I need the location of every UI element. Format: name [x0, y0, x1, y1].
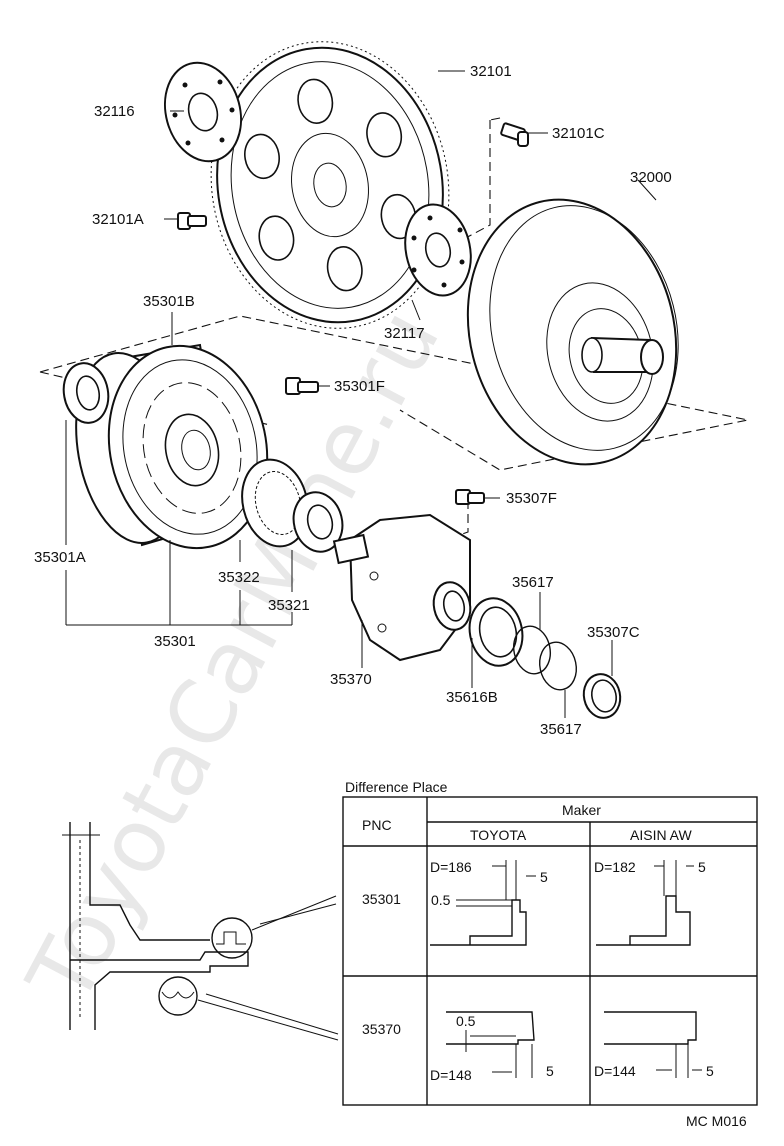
- part-label-35616b: 35616B: [446, 689, 498, 706]
- row-pnc-35301: 35301: [362, 891, 401, 907]
- maker-aisin: AISIN AW: [630, 827, 693, 843]
- seal-ring-35307c: [582, 673, 622, 719]
- part-label-35301: 35301: [154, 633, 196, 650]
- aisin-35301-b: 5: [698, 859, 706, 875]
- aisin-35301-detail: D=182 5: [594, 859, 706, 946]
- aisin-35370-d: D=144: [594, 1063, 636, 1079]
- plate-32117: [404, 203, 472, 297]
- part-labels: 32101 32116 32101C 32000 32101A 35301B 3…: [34, 63, 672, 738]
- pnc-header: PNC: [362, 817, 392, 833]
- oil-seal-35301a: [62, 362, 110, 424]
- bolt-35307f: [455, 489, 485, 505]
- part-label-32101a: 32101A: [92, 211, 144, 228]
- maker-header: Maker: [562, 802, 601, 818]
- difference-table-title: Difference Place: [345, 779, 448, 795]
- part-label-35321: 35321: [268, 597, 310, 614]
- toyota-35301-b: 5: [540, 869, 548, 885]
- aisin-35370-detail: D=144 5: [594, 1011, 714, 1079]
- maker-toyota: TOYOTA: [470, 827, 527, 843]
- torque-converter-32000: [466, 198, 679, 466]
- snap-ring-35617-a: [512, 625, 552, 675]
- leader-lines: [65, 70, 657, 718]
- toyota-35370-detail: 0.5 D=148 5: [430, 1011, 554, 1083]
- toyota-35370-a: 0.5: [456, 1013, 476, 1029]
- stator-shaft-35370: [332, 513, 472, 662]
- part-label-35617-a: 35617: [512, 574, 554, 591]
- part-label-35301f: 35301F: [334, 378, 385, 395]
- part-label-32117: 32117: [384, 325, 425, 342]
- toyota-35370-d: D=148: [430, 1067, 472, 1083]
- aisin-35301-d: D=182: [594, 859, 636, 875]
- part-label-35301a: 35301A: [34, 549, 86, 566]
- bolt-35301f: [285, 377, 319, 395]
- aisin-35370-b: 5: [706, 1063, 714, 1079]
- toyota-35301-a: 0.5: [431, 892, 451, 908]
- snap-ring-35617-b: [538, 641, 578, 691]
- bolt-32101c: [500, 122, 529, 147]
- drive-gear-35321: [292, 491, 344, 553]
- part-label-35370: 35370: [330, 671, 372, 688]
- difference-table: Difference Place PNC Maker TOYOTA AISIN …: [342, 779, 758, 1106]
- part-label-35322: 35322: [218, 569, 260, 586]
- part-label-32116: 32116: [94, 103, 135, 120]
- part-label-32101c: 32101C: [552, 125, 605, 142]
- cross-section-sketch: [62, 822, 339, 1041]
- part-label-35307f: 35307F: [506, 490, 557, 507]
- part-label-35301b: 35301B: [143, 293, 195, 310]
- spacer-plate-32116: [163, 61, 243, 163]
- part-label-32101: 32101: [470, 63, 512, 80]
- toyota-35370-b: 5: [546, 1063, 554, 1079]
- figure-code: MC M016: [686, 1113, 747, 1129]
- toyota-35301-detail: D=186 5 0.5: [430, 859, 548, 946]
- bolt-32101a: [177, 212, 207, 230]
- toyota-35301-d: D=186: [430, 859, 472, 875]
- drive-plate-32101: [210, 41, 450, 329]
- part-label-32000: 32000: [630, 169, 672, 186]
- row-pnc-35370: 35370: [362, 1021, 401, 1037]
- part-label-35617-b: 35617: [540, 721, 582, 738]
- seal-ring-35616b: [468, 597, 524, 667]
- part-label-35307c: 35307C: [587, 624, 640, 641]
